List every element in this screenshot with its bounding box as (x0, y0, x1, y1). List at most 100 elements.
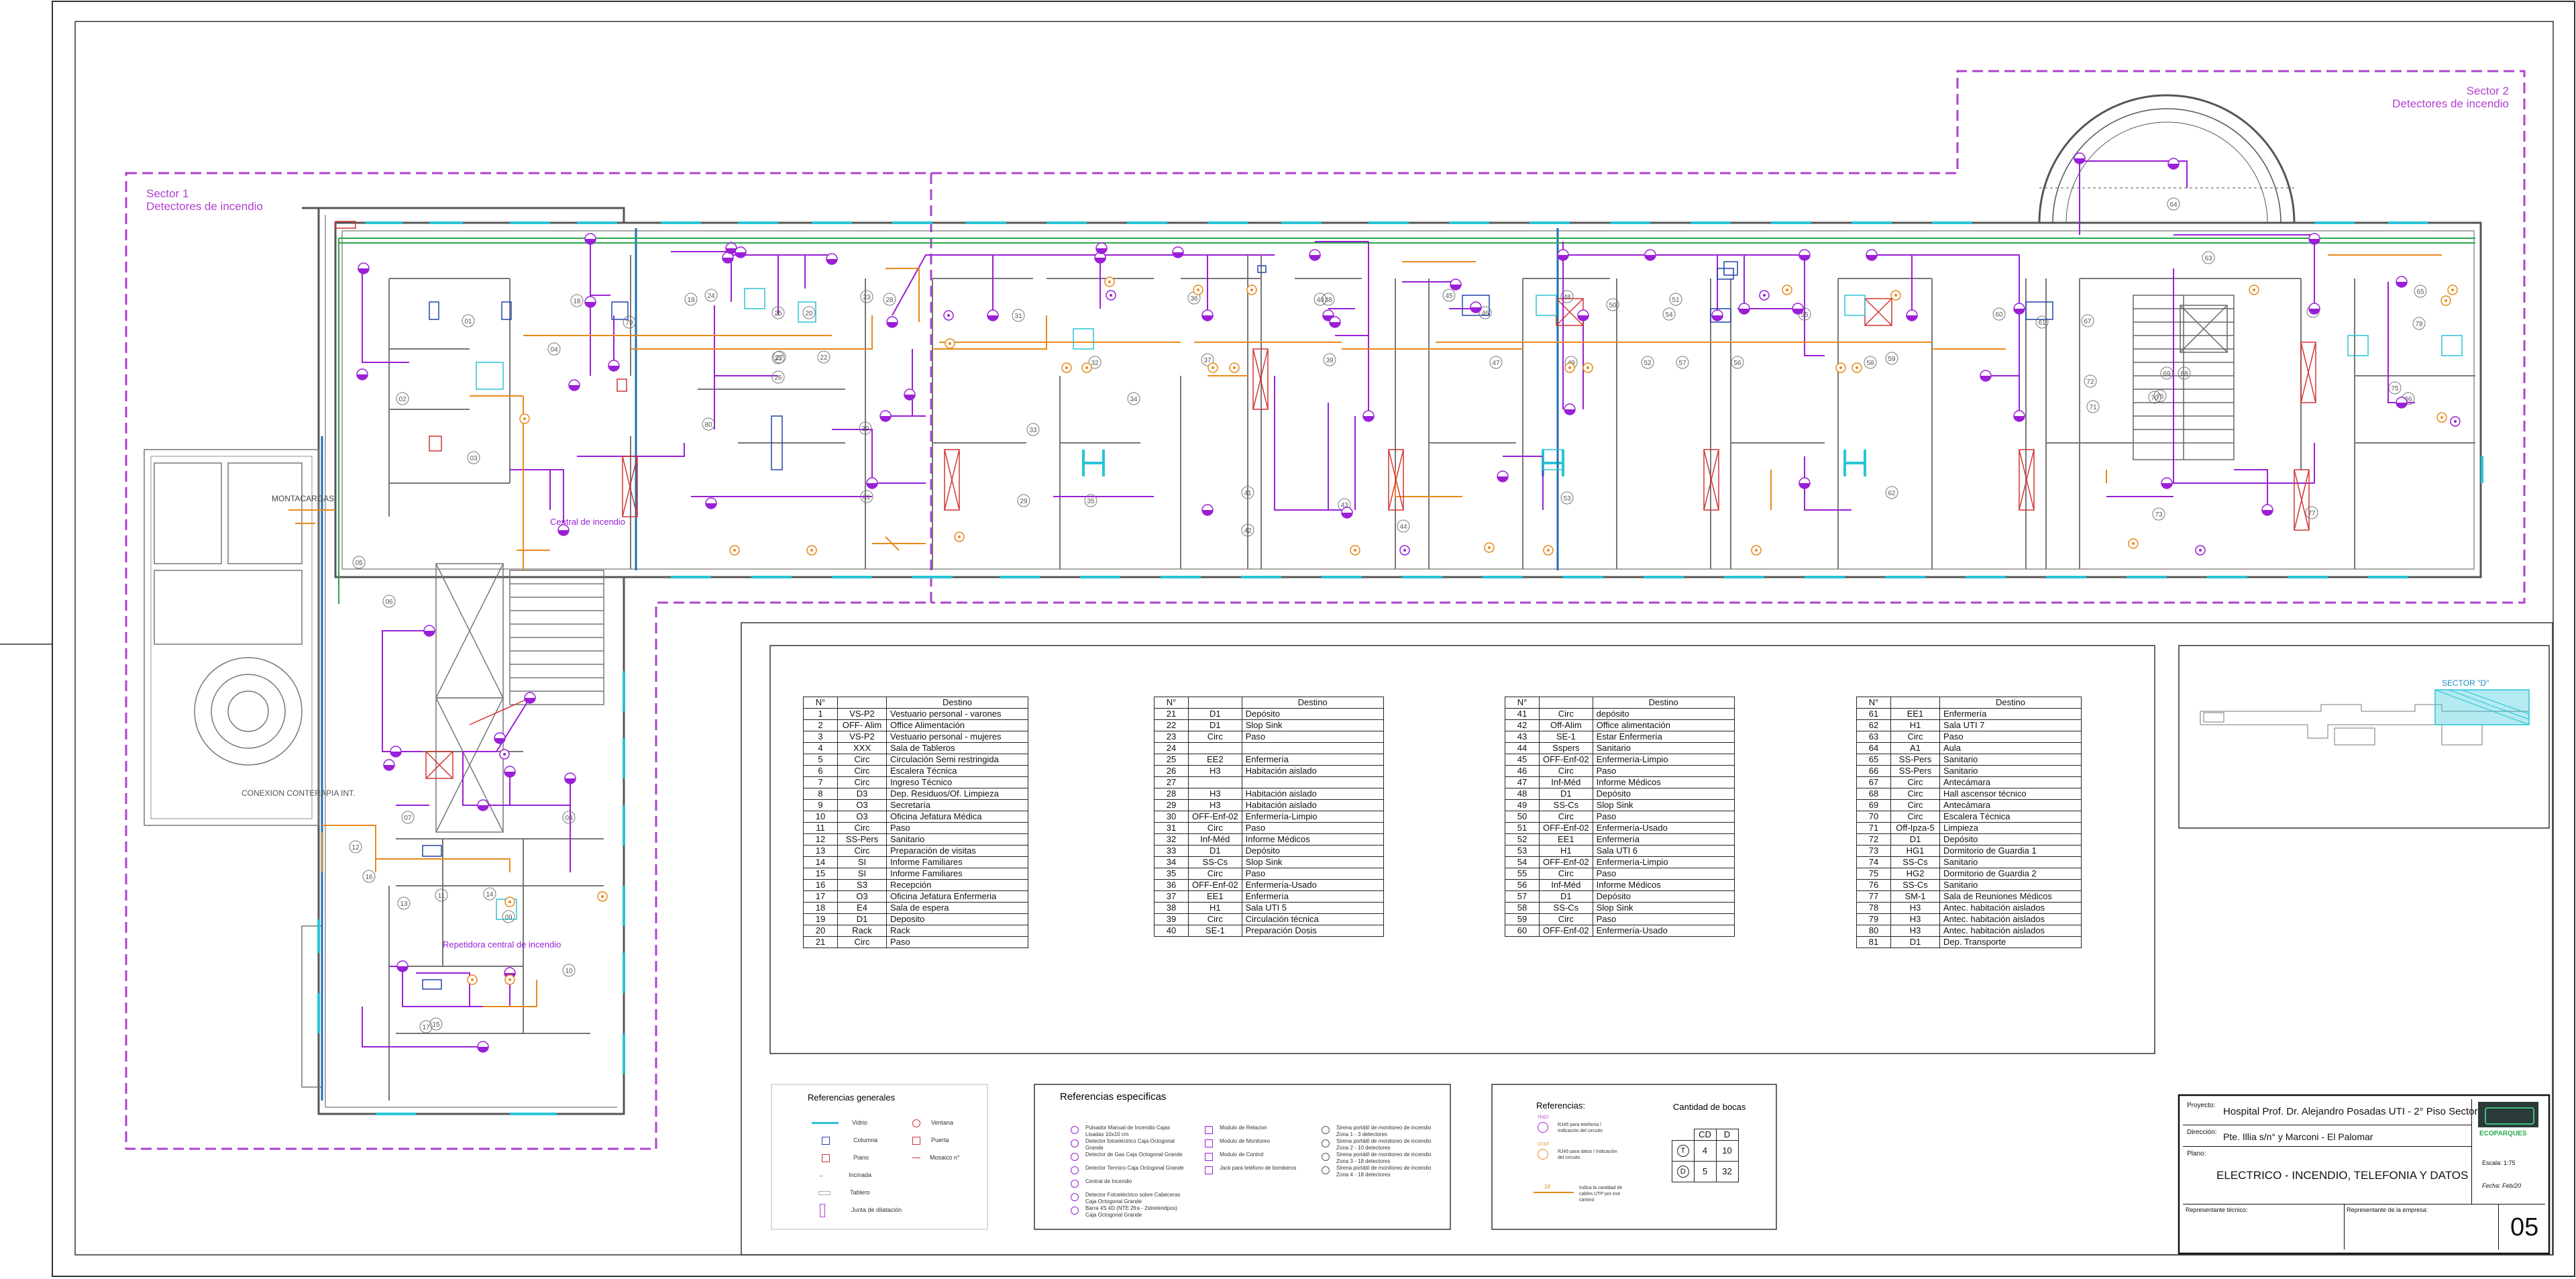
room-number-marker: 14 (483, 887, 496, 901)
room-code-cell: Rack (837, 925, 887, 937)
room-number-marker: 61 (2035, 315, 2049, 329)
room-num-cell: 56 (1505, 879, 1540, 891)
legend-specific-item: Modulo de Control (1202, 1152, 1316, 1165)
sector-2-label: Sector 2 Detectores de incendio (2392, 85, 2509, 110)
room-num-cell: 63 (1856, 731, 1891, 743)
legend-specific-item: Sirena portátil de monitoreo de incendio… (1319, 1165, 1440, 1178)
room-dest-cell: Paso (1939, 731, 2082, 743)
data-outlet-icon (504, 897, 515, 907)
room-number-text: 39 (1326, 357, 1334, 364)
fire-detector-icon (722, 252, 734, 264)
references-frame (1491, 1084, 1777, 1230)
fire-detector-icon (2013, 410, 2025, 422)
tb-proyecto: Hospital Prof. Dr. Alejandro Posadas UTI… (2223, 1106, 2496, 1117)
room-num-cell: 14 (803, 856, 838, 868)
room-code-cell: O3 (837, 799, 887, 811)
room-code-cell (1188, 742, 1242, 754)
room-num-cell: 45 (1505, 754, 1540, 766)
room-code-cell: HG2 (1890, 868, 1940, 880)
room-dest-cell: Paso (886, 936, 1028, 948)
room-number-text: 31 (1014, 313, 1022, 320)
fire-detector-icon (2261, 504, 2273, 516)
room-code-cell: H3 (1188, 799, 1242, 811)
room-number-marker: 67 (2081, 314, 2094, 327)
legend-specific-text: Sirena portátil de monitoreo de incendio… (1336, 1165, 1432, 1178)
room-num-cell: 40 (1154, 925, 1189, 937)
room-dest-cell: Informe Médicos (1241, 833, 1384, 846)
fire-detector-icon (477, 1041, 489, 1053)
room-num-cell: 38 (1154, 902, 1189, 914)
legend-symbol-icon (1071, 1166, 1079, 1174)
room-number-marker: 17 (419, 1020, 433, 1033)
th-num: N° (1154, 697, 1189, 709)
legend-specific-text: Sirena portátil de monitoreo de incendio… (1336, 1125, 1432, 1137)
legend-symbol-icon (1071, 1126, 1079, 1134)
room-number-marker: 42 (1241, 523, 1254, 537)
legend-symbol-icon (1205, 1166, 1213, 1174)
room-number-text: 28 (885, 297, 894, 304)
room-code-cell: OFF-Enf-02 (1539, 754, 1593, 766)
cable-tray (338, 238, 2475, 604)
fire-detector-icon (423, 625, 435, 637)
data-outlet-icon (729, 545, 740, 556)
room-code-cell: Circ (1890, 776, 1940, 788)
fire-detector-icon (1362, 410, 1375, 422)
keyplan-frame (2178, 645, 2550, 829)
room-number-marker: 06 (382, 595, 396, 608)
room-number-text: 29 (1020, 498, 1028, 505)
room-number-text: 55 (1801, 311, 1809, 319)
fixtures (476, 288, 2463, 920)
room-number-text: 76 (2156, 393, 2164, 401)
fire-detector-icon (1564, 403, 1576, 415)
logo-text: ECOPARQUES (2479, 1130, 2527, 1137)
room-dest-cell: Sanitario (1939, 879, 2082, 891)
legend-item: Junta de dilatación (812, 1201, 902, 1219)
room-number-marker: 51 (1669, 293, 1682, 306)
room-number-marker: 56 (1731, 356, 1744, 369)
room-num-cell: 9 (803, 799, 838, 811)
room-num-cell: 50 (1505, 811, 1540, 823)
room-number-marker: 22 (817, 350, 830, 364)
room-number-text: 54 (1665, 311, 1673, 319)
fire-detector-icon (1906, 309, 1918, 321)
room-dest-cell: Antec. habitación aislados (1939, 902, 2082, 914)
room-code-cell: Sspers (1539, 742, 1593, 754)
room-num-cell: 49 (1505, 799, 1540, 811)
data-outlet-icon (954, 531, 965, 542)
room-num-cell: 26 (1154, 765, 1189, 777)
room-num-cell: 78 (1856, 902, 1891, 914)
room-code-cell: Inf-Méd (1539, 776, 1593, 788)
legend-specific-item: Sirena portátil de monitoreo de incendio… (1319, 1152, 1440, 1165)
room-dest-cell: Sanitario (886, 833, 1028, 846)
room-code-cell: Circ (1188, 731, 1242, 743)
room-number-marker: 16 (362, 870, 376, 883)
room-dest-cell: Enfermería (1592, 833, 1735, 846)
reference-item: TF/DT RJ45 para telefonía / Indicación d… (1538, 1116, 1603, 1133)
room-number-marker: 07 (401, 811, 415, 824)
red-elements (335, 221, 2316, 779)
room-number-marker: 11 (435, 888, 448, 902)
fire-detector-icon (2161, 477, 2173, 489)
legend-symbol-icon (1071, 1207, 1079, 1215)
room-dest-cell: Paso (1592, 868, 1735, 880)
room-number-text: 42 (1244, 527, 1252, 535)
legend-specific-text: Modulo de Control (1220, 1152, 1264, 1158)
legend-specific-item: Central de Incendio (1068, 1178, 1185, 1192)
room-number-marker: 58 (1864, 356, 1877, 369)
data-outlet-icon (2249, 285, 2259, 295)
fire-detector-icon (2308, 233, 2320, 245)
outlet-layer (467, 276, 2461, 985)
room-number-marker: 09 (502, 910, 515, 923)
